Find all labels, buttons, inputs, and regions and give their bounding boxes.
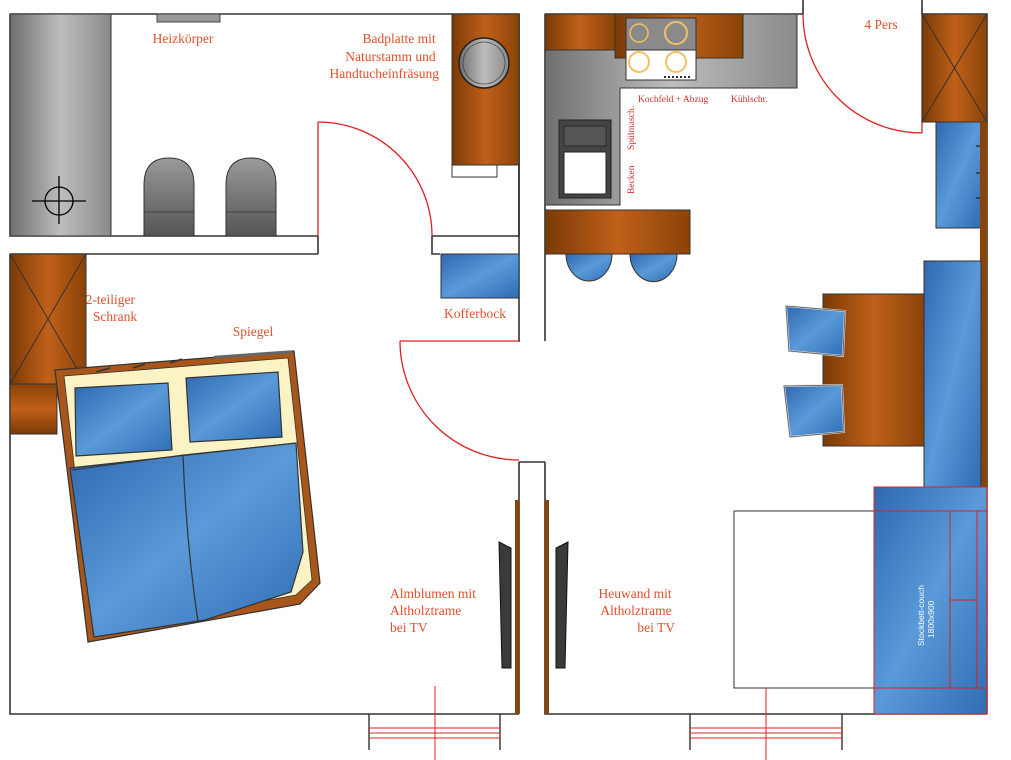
bathroom: Heizkörper Badplatte mit Naturstamm und …	[9, 13, 520, 237]
wall-panel-left	[515, 500, 519, 714]
kitchen-counter-top	[544, 13, 616, 51]
bidet-icon	[225, 157, 277, 237]
cooktop-icon	[625, 17, 697, 81]
entrance-wardrobe	[921, 13, 988, 123]
countertop-label: Badplatte mit Naturstamm und Handtuchein…	[330, 31, 440, 81]
wall-panel-right	[545, 500, 549, 714]
entrance-shelf	[935, 121, 982, 229]
bench	[923, 260, 982, 490]
fridge-label: Kühlschr.	[731, 95, 768, 105]
dining-label: 4 Pers	[864, 17, 897, 32]
suitcase-rack	[440, 253, 520, 299]
sofa-bed-couch-icon	[873, 486, 988, 715]
suitcase-rack-label: Kofferbock	[444, 306, 506, 321]
bedroom-door-swing	[399, 340, 520, 461]
chair-1-icon	[784, 304, 847, 358]
window-bedroom	[368, 686, 501, 760]
tv-right-icon	[555, 541, 569, 669]
mirror-label: Spiegel	[233, 324, 274, 339]
bedroom-wall-label: Almblumen mit Altholztrame bei TV	[390, 586, 479, 635]
wardrobe-label: 2-teiliger Schrank	[86, 292, 139, 324]
shower	[9, 13, 112, 237]
wardrobe	[9, 253, 87, 435]
sink-icon	[558, 119, 612, 199]
sink-label: Becken	[627, 165, 637, 194]
living-kitchen: 4 Pers Spülmasch. Becken Kochfeld + Abzu…	[544, 13, 988, 715]
couch-label: Stockbett-couch 1800x900	[916, 583, 936, 646]
cooktop-label: Kochfeld + Abzug	[638, 94, 709, 105]
chair-2-icon	[782, 383, 846, 439]
bathroom-door-swing	[317, 121, 433, 237]
heater	[156, 13, 221, 23]
window-living	[689, 688, 843, 760]
bedroom: 2-teiliger Schrank Spiegel Kofferbock Al…	[9, 253, 520, 714]
washbasin-icon	[458, 37, 510, 89]
dishwasher-label: Spülmasch.	[627, 106, 637, 150]
living-wall-label: Heuwand mit Altholztrame bei TV	[599, 586, 676, 635]
bar-stool-1-icon	[565, 253, 613, 282]
tv-left-icon	[498, 541, 512, 669]
shower-drain-icon	[32, 176, 86, 224]
kitchen-bar	[544, 209, 691, 255]
bathroom-countertop	[451, 13, 520, 166]
toilet-icon	[143, 157, 195, 237]
bed-icon	[54, 350, 321, 643]
mirror	[214, 350, 293, 359]
entrance-door-swing	[802, 13, 923, 134]
windows	[368, 686, 843, 760]
bar-stool-2-icon	[629, 253, 678, 283]
sofa-bed-outline	[733, 510, 875, 689]
heater-label: Heizkörper	[153, 31, 214, 46]
